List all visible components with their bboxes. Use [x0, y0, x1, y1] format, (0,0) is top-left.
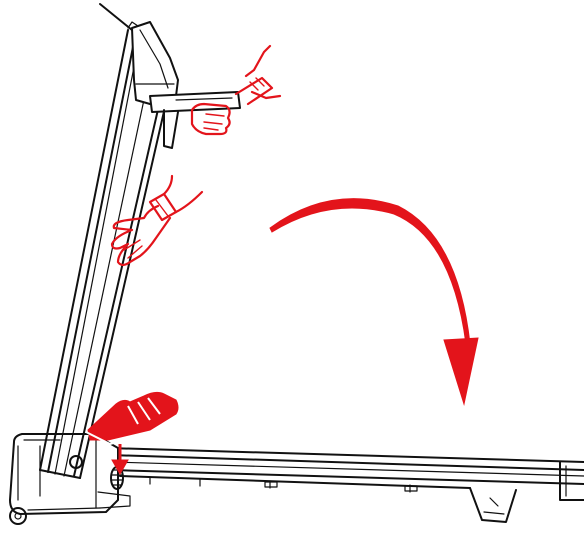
handle-bar: [150, 92, 240, 148]
foot-icon: [86, 392, 178, 444]
console-head: [100, 4, 178, 104]
hand-icon: [192, 46, 280, 134]
fold-arrow-icon: [270, 199, 478, 404]
treadmill-deck: [108, 448, 584, 500]
rear-foot: [470, 488, 516, 522]
red-annotations: [86, 46, 478, 474]
